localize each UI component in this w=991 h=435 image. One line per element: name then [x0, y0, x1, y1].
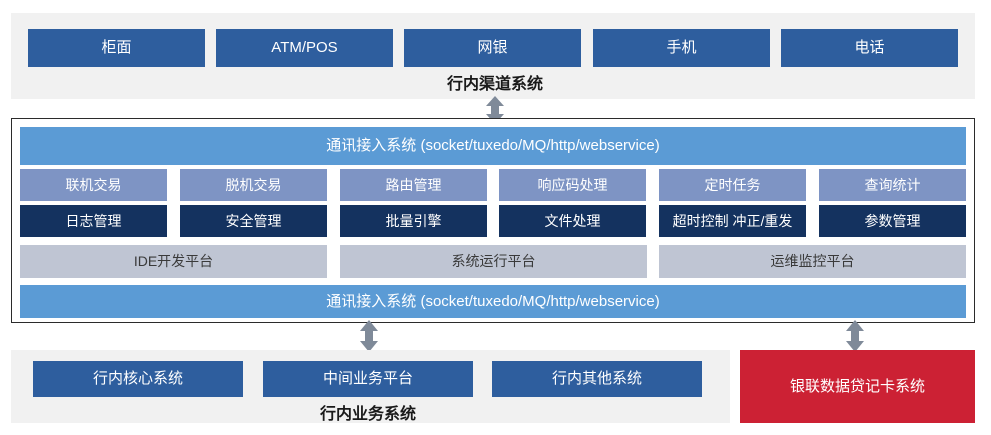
platform-label: 系统运行平台 [451, 253, 536, 270]
double-arrow-icon [841, 320, 869, 352]
business-box-core-system[interactable]: 行内核心系统 [33, 361, 243, 397]
module-label: 路由管理 [385, 176, 442, 193]
channel-box-label: 电话 [854, 39, 885, 57]
comm-access-bar-top[interactable]: 通讯接入系统 (socket/tuxedo/MQ/http/webservice… [20, 127, 966, 165]
channel-box-label: 网银 [477, 39, 508, 57]
module-label: 联机交易 [65, 176, 122, 193]
business-layer-caption: 行内业务系统 [319, 406, 416, 423]
module-log-management[interactable]: 日志管理 [20, 205, 167, 237]
platform-ide-development[interactable]: IDE开发平台 [20, 245, 327, 278]
module-label: 日志管理 [65, 212, 122, 229]
module-label: 参数管理 [864, 212, 921, 229]
comm-access-bar-label: 通讯接入系统 (socket/tuxedo/MQ/http/webservice… [326, 137, 660, 155]
comm-access-bar-label: 通讯接入系统 (socket/tuxedo/MQ/http/webservice… [326, 292, 660, 310]
module-parameter-management[interactable]: 参数管理 [819, 205, 966, 237]
business-box-label: 行内其他系统 [551, 370, 642, 388]
channel-box-label: ATM/POS [271, 39, 338, 57]
channel-layer-caption: 行内渠道系统 [446, 76, 543, 93]
double-arrow-icon [355, 320, 383, 352]
business-box-intermediary-platform[interactable]: 中间业务平台 [263, 361, 473, 397]
module-label: 查询统计 [864, 176, 921, 193]
channel-box-mobile[interactable]: 手机 [593, 29, 770, 67]
module-timeout-reversal-resend[interactable]: 超时控制 冲正/重发 [659, 205, 806, 237]
module-label: 响应码处理 [537, 176, 608, 193]
module-query-statistics[interactable]: 查询统计 [819, 169, 966, 201]
external-box-unionpay-credit-card-system[interactable]: 银联数据贷记卡系统 [740, 350, 975, 423]
platform-label: IDE开发平台 [133, 253, 214, 270]
platform-system-runtime[interactable]: 系统运行平台 [340, 245, 647, 278]
channel-box-label: 柜面 [101, 39, 132, 57]
external-box-label: 银联数据贷记卡系统 [789, 377, 925, 395]
module-batch-engine[interactable]: 批量引擎 [340, 205, 487, 237]
module-online-transaction[interactable]: 联机交易 [20, 169, 167, 201]
channel-box-label: 手机 [666, 39, 697, 57]
module-label: 安全管理 [225, 212, 282, 229]
module-label: 定时任务 [704, 176, 761, 193]
module-offline-transaction[interactable]: 脱机交易 [180, 169, 327, 201]
module-file-processing[interactable]: 文件处理 [499, 205, 646, 237]
module-label: 批量引擎 [385, 212, 442, 229]
channel-box-online-banking[interactable]: 网银 [404, 29, 581, 67]
business-box-other-systems[interactable]: 行内其他系统 [492, 361, 702, 397]
channel-box-telephone[interactable]: 电话 [781, 29, 958, 67]
module-label: 超时控制 冲正/重发 [672, 212, 793, 229]
module-label: 脱机交易 [225, 176, 282, 193]
module-route-management[interactable]: 路由管理 [340, 169, 487, 201]
platform-ops-monitoring[interactable]: 运维监控平台 [659, 245, 966, 278]
platform-label: 运维监控平台 [770, 253, 855, 270]
module-label: 文件处理 [544, 212, 601, 229]
business-box-label: 中间业务平台 [322, 370, 413, 388]
comm-access-bar-bottom[interactable]: 通讯接入系统 (socket/tuxedo/MQ/http/webservice… [20, 285, 966, 318]
module-response-code-handling[interactable]: 响应码处理 [499, 169, 646, 201]
business-box-label: 行内核心系统 [92, 370, 183, 388]
channel-box-atm-pos[interactable]: ATM/POS [216, 29, 393, 67]
channel-box-counter[interactable]: 柜面 [28, 29, 205, 67]
double-arrow-icon [481, 96, 509, 124]
module-scheduled-task[interactable]: 定时任务 [659, 169, 806, 201]
module-security-management[interactable]: 安全管理 [180, 205, 327, 237]
